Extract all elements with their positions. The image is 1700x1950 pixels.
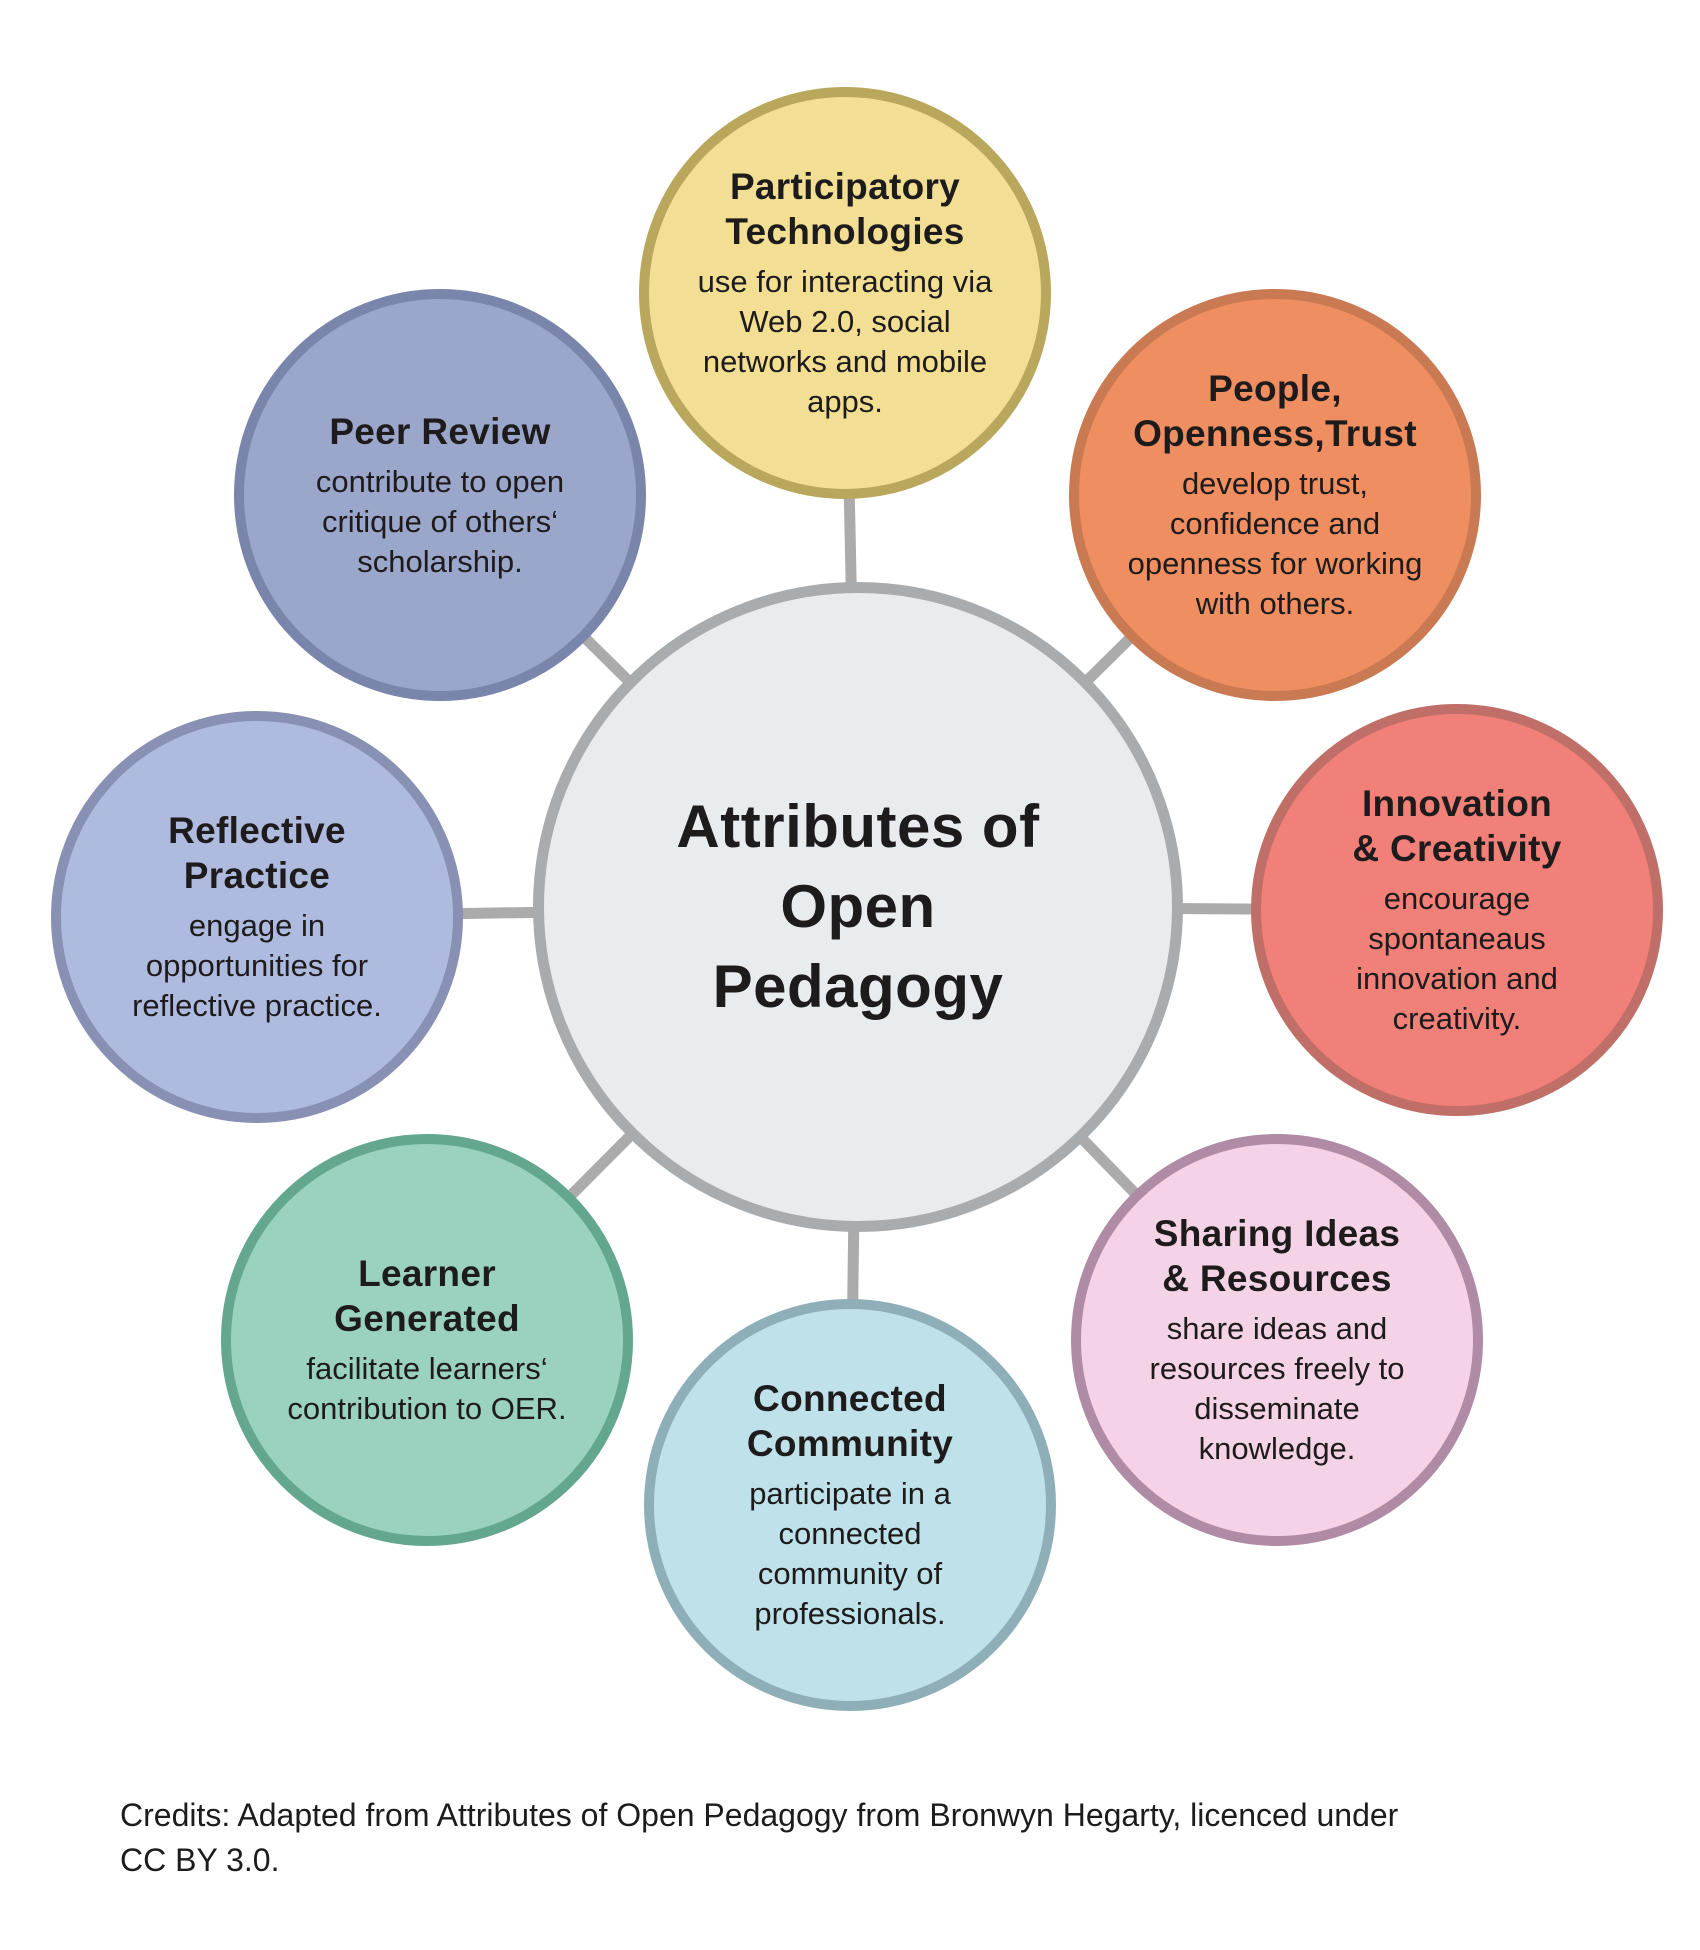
node-body: develop trust, confidence and openness f… bbox=[1127, 466, 1423, 621]
node-title: Learner Generated bbox=[334, 1253, 520, 1339]
credits-text: Credits: Adapted from Attributes of Open… bbox=[120, 1797, 1399, 1878]
node-title: Innovation & Creativity bbox=[1352, 783, 1562, 869]
node-body: facilitate learners‘ contribution to OER… bbox=[287, 1351, 567, 1426]
node-body: share ideas and resources freely to diss… bbox=[1149, 1311, 1405, 1466]
node-title: Sharing Ideas & Resources bbox=[1153, 1213, 1401, 1299]
node-title: People, Openness,Trust bbox=[1133, 368, 1417, 454]
node-peer-review: Peer Review contribute to open critique … bbox=[234, 289, 646, 701]
node-body: contribute to open critique of others‘ s… bbox=[315, 463, 565, 579]
center-node-attributes-of-open-pedagogy: Attributes of Open Pedagogy bbox=[533, 582, 1183, 1232]
node-participatory-technologies: Participatory Technologies use for inter… bbox=[639, 87, 1051, 499]
node-body: participate in a connected community of … bbox=[749, 1476, 951, 1631]
node-body: use for interacting via Web 2.0, social … bbox=[697, 264, 993, 419]
node-sharing-ideas-resources: Sharing Ideas & Resources share ideas an… bbox=[1071, 1134, 1483, 1546]
node-people-openness-trust: People, Openness,Trust develop trust, co… bbox=[1069, 289, 1481, 701]
node-title: Participatory Technologies bbox=[725, 166, 965, 252]
node-learner-generated: Learner Generated facilitate learners‘ c… bbox=[221, 1134, 633, 1546]
node-title: Peer Review bbox=[329, 410, 551, 452]
center-title: Attributes of Open Pedagogy bbox=[676, 793, 1040, 1020]
node-title: Reflective Practice bbox=[168, 810, 346, 896]
node-title: Connected Community bbox=[746, 1378, 954, 1464]
node-body: encourage spontaneaus innovation and cre… bbox=[1356, 881, 1558, 1036]
node-innovation-creativity: Innovation & Creativity encourage sponta… bbox=[1251, 704, 1663, 1116]
node-reflective-practice: Reflective Practice engage in opportunit… bbox=[51, 711, 463, 1123]
node-connected-community: Connected Community participate in a con… bbox=[644, 1299, 1056, 1711]
node-body: engage in opportunities for reflective p… bbox=[132, 908, 382, 1023]
